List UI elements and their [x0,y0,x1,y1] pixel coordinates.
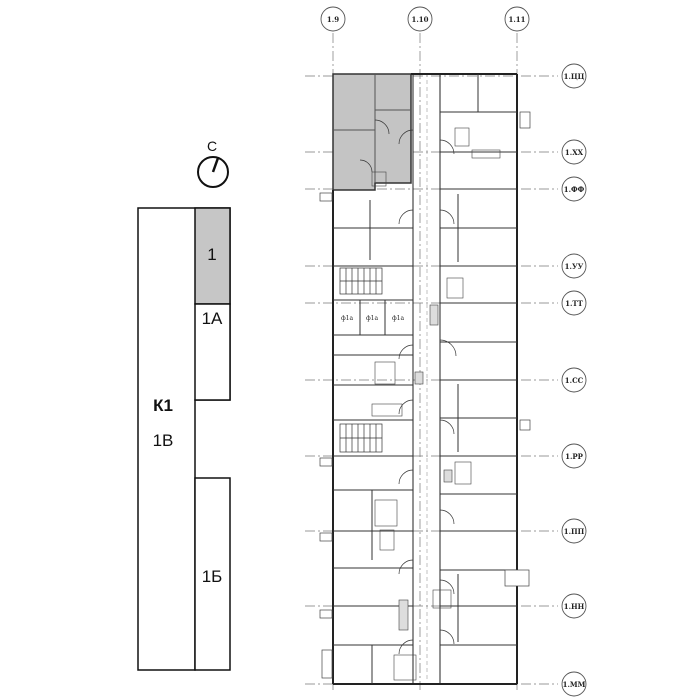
kitchen-counter-icon [471,149,501,159]
window [504,569,530,587]
windows [319,111,531,679]
row-label: 1.ЦЦ [564,72,585,81]
compass-north-label: С [207,138,217,154]
door-swing-icon [439,509,455,525]
section-1-highlight [194,207,231,305]
row-bubble [561,518,587,544]
right-partitions [440,74,517,646]
row-bubble [561,63,587,89]
row-label: 1.УУ [565,262,584,271]
door-swing-icon [439,629,455,645]
shaft [429,304,439,326]
door-swing-icon [398,209,414,225]
door-swings [398,129,457,655]
bathroom-fixture-icon [393,654,417,681]
window [319,532,333,542]
window [319,192,333,202]
door-swing-icon [439,339,457,357]
row-bubble [561,139,587,165]
row-label: 1.ФФ [564,185,585,194]
row-label: 1.ТТ [565,299,584,308]
door-swing-icon [398,559,414,575]
highlighted-apartment [332,73,412,191]
door-swing-icon [398,399,414,415]
row-label: 1.СС [565,376,584,385]
door-swing-icon [374,119,390,135]
window [519,419,531,431]
section-1b-outline [194,477,231,671]
stair-icon [339,423,383,453]
row-bubble [561,367,587,393]
bathroom-fixture-icon [454,127,470,147]
stair-icon [339,267,383,295]
row-bubble [561,290,587,316]
window [319,609,333,619]
column-label: 1.10 [411,15,428,24]
column-bubble-1-10 [407,6,433,32]
bathroom-fixture-icon [432,589,452,609]
door-swing-icon [398,639,414,655]
row-bubble [561,176,587,202]
room-tag: ф1а [392,315,405,322]
row-label: 1.ПП [564,527,585,536]
building-label: К1 [153,396,173,415]
compass-icon [197,156,229,188]
shaft [443,469,453,483]
bathroom-fixture-icon [379,529,395,551]
row-bubble [561,253,587,279]
row-bubbles: 1.ЦЦ 1.ХХ 1.ФФ 1.УУ 1.ТТ 1.СС 1.РР 1.ПП … [561,63,587,697]
section-1-label: 1 [207,245,216,264]
section-1a-label: 1А [202,309,223,328]
section-1a-outline [194,303,231,401]
door-swing-icon [398,469,414,485]
section-1v-label: 1В [153,431,174,450]
floor-plan: 1.9 1.10 1.11 1.ЦЦ 1.ХХ 1.ФФ 1.УУ 1.ТТ 1… [305,6,587,697]
door-swing-icon [439,209,455,225]
door-swing-icon [398,344,414,360]
bathroom-fixture-icon [374,499,398,527]
window [519,111,531,129]
window [321,649,333,679]
column-bubble-1-11 [504,6,530,32]
row-bubble [561,593,587,619]
row-label: 1.ММ [563,680,586,689]
row-label: 1.РР [565,452,584,461]
door-swing-icon [439,419,455,435]
row-label: 1.ХХ [565,148,584,157]
section-1b-label: 1Б [202,567,223,586]
row-bubble [561,671,587,697]
left-partitions [333,200,413,684]
bathroom-fixture-icon [446,277,464,299]
bathroom-fixture-icon [454,461,472,485]
room-tag: ф1а [341,315,354,322]
row-bubble [561,443,587,469]
shaft [414,371,424,385]
door-swing-icon [359,159,373,173]
door-swing-icon [398,129,414,145]
key-plan: С 1 1А К1 1В 1Б [137,138,231,671]
compass-needle-icon [211,157,220,173]
row-label: 1.НН [564,602,585,611]
column-bubbles: 1.9 1.10 1.11 [320,6,530,32]
shaft [398,599,409,631]
compass: С [197,138,229,188]
fixtures [371,127,501,681]
bathroom-fixture-icon [374,361,396,385]
room-tag: ф1а [366,315,379,322]
bathroom-fixture-icon [371,171,387,187]
shafts [398,304,453,631]
door-swing-icon [439,579,455,595]
door-swing-icon [439,139,455,155]
room-tags: ф1а ф1а ф1а [341,315,405,322]
kitchen-counter-icon [371,403,403,417]
column-label: 1.11 [508,15,525,24]
column-bubble-1-9 [320,6,346,32]
column-label: 1.9 [327,15,339,24]
window [319,457,333,467]
